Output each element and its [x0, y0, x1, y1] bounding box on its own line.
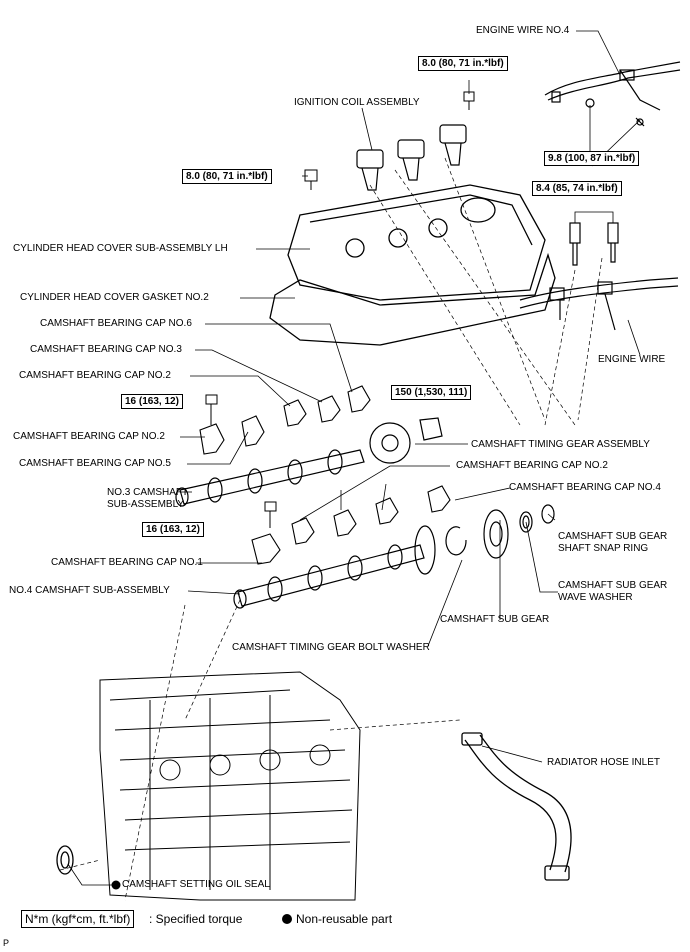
label-cam-cap-no3: CAMSHAFT BEARING CAP NO.3 [30, 344, 182, 355]
legend-torque-text: : Specified torque [149, 912, 243, 926]
label-sub-gear-snap-ring: CAMSHAFT SUB GEAR SHAFT SNAP RING [558, 531, 668, 554]
bearing-caps [199, 385, 451, 565]
bolts [205, 91, 475, 528]
label-no4-camshaft: NO.4 CAMSHAFT SUB-ASSEMBLY [9, 585, 170, 596]
torque-engine-wire-no4: 9.8 (100, 87 in.*lbf) [544, 151, 640, 166]
legend-dot-icon [282, 914, 292, 924]
radiator-hose-drawing [461, 732, 572, 881]
torque-cap-upper: 16 (163, 12) [121, 394, 183, 409]
label-cam-cap-no5: CAMSHAFT BEARING CAP NO.5 [19, 458, 171, 469]
engine-wire-no4-drawing [544, 61, 681, 127]
sub-gear-parts [445, 504, 555, 559]
cylinder-head-drawing [99, 671, 361, 901]
label-ignition-coil: IGNITION COIL ASSEMBLY [294, 97, 420, 108]
no3-camshaft-drawing [175, 449, 365, 507]
legend-torque-box: N*m (kgf*cm, ft.*lbf) [21, 910, 135, 928]
torque-cap-lower: 16 (163, 12) [142, 522, 204, 537]
label-no3-camshaft: NO.3 CAMSHAFT SUB-ASSEMBLY [107, 487, 189, 510]
engine-wire-drawing [519, 277, 679, 331]
legend-nonreusable-text: Non-reusable part [296, 912, 393, 926]
label-cam-cap-no2-c: CAMSHAFT BEARING CAP NO.2 [456, 460, 608, 471]
spark-plugs [569, 222, 619, 266]
label-cam-cap-no1: CAMSHAFT BEARING CAP NO.1 [51, 557, 203, 568]
torque-ignition-coil: 8.0 (80, 71 in.*lbf) [418, 56, 508, 71]
nonreusable-dot-icon [111, 880, 121, 890]
timing-gear-drawing [369, 417, 443, 464]
no4-camshaft-drawing [233, 525, 436, 609]
label-cam-cap-no2-b: CAMSHAFT BEARING CAP NO.2 [13, 431, 165, 442]
cover-gasket [269, 252, 556, 346]
ignition-coils [356, 124, 467, 191]
cylinder-head-cover [287, 184, 546, 301]
corner-mark: P [3, 938, 10, 948]
label-engine-wire: ENGINE WIRE [598, 354, 666, 365]
label-cover-gasket: CYLINDER HEAD COVER GASKET NO.2 [20, 292, 209, 303]
oil-seal-drawing [56, 845, 74, 875]
label-sub-gear: CAMSHAFT SUB GEAR [440, 614, 550, 625]
label-engine-wire-no4: ENGINE WIRE NO.4 [476, 25, 570, 36]
torque-timing-gear: 150 (1,530, 111) [391, 385, 472, 400]
label-radiator-hose: RADIATOR HOSE INLET [547, 757, 660, 768]
label-sub-gear-wave-washer: CAMSHAFT SUB GEAR WAVE WASHER [558, 580, 668, 603]
dashed-guides [59, 157, 603, 901]
torque-head-cover: 8.0 (80, 71 in.*lbf) [182, 169, 272, 184]
label-bolt-washer: CAMSHAFT TIMING GEAR BOLT WASHER [232, 642, 430, 653]
label-oil-seal: CAMSHAFT SETTING OIL SEAL [122, 879, 270, 890]
torque-spark-plug: 8.4 (85, 74 in.*lbf) [532, 181, 622, 196]
label-cylinder-head-cover: CYLINDER HEAD COVER SUB-ASSEMBLY LH [13, 243, 228, 254]
label-timing-gear: CAMSHAFT TIMING GEAR ASSEMBLY [471, 439, 650, 450]
label-cam-cap-no4: CAMSHAFT BEARING CAP NO.4 [509, 482, 661, 493]
label-cam-cap-no6: CAMSHAFT BEARING CAP NO.6 [40, 318, 192, 329]
label-cam-cap-no2-a: CAMSHAFT BEARING CAP NO.2 [19, 370, 171, 381]
